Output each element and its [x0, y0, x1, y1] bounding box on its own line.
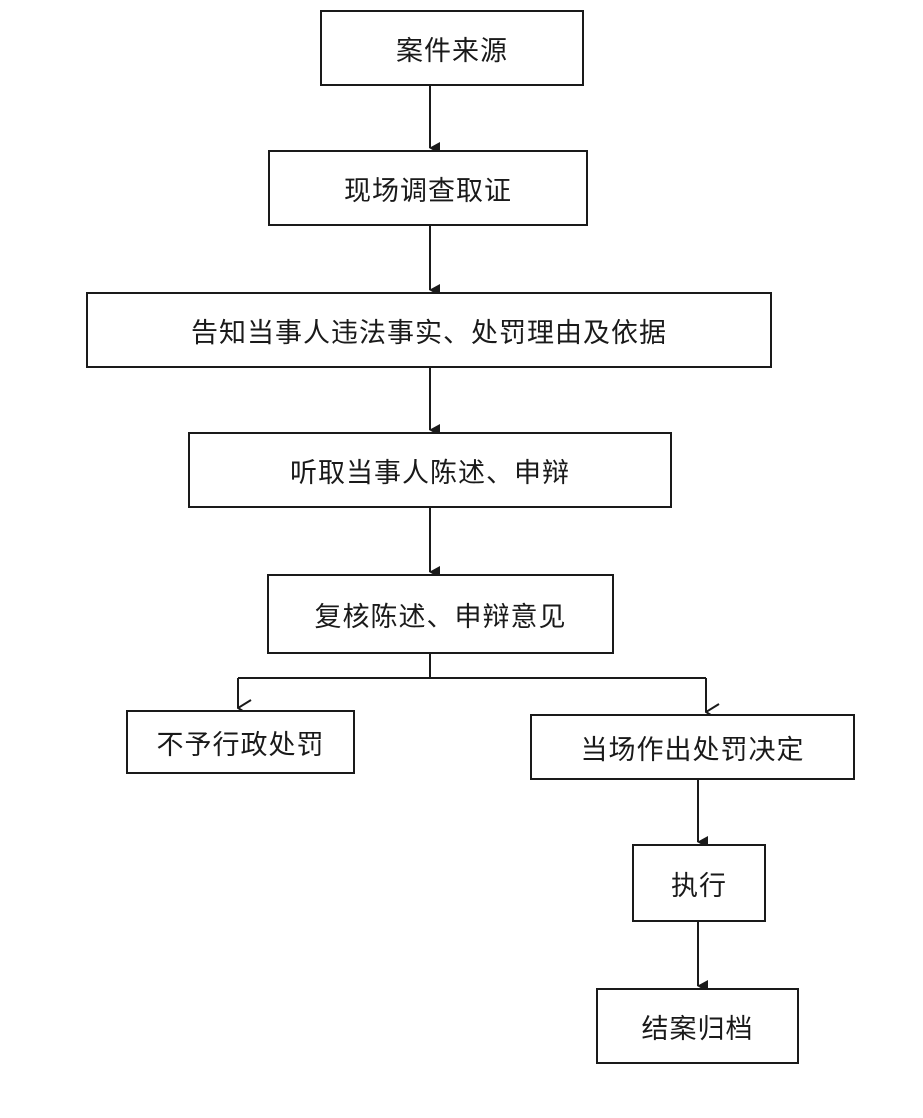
node-notify-party: 告知当事人违法事实、处罚理由及依据	[86, 292, 772, 368]
node-review-opinion: 复核陈述、申辩意见	[267, 574, 614, 654]
node-close-archive: 结案归档	[596, 988, 799, 1064]
node-execute: 执行	[632, 844, 766, 922]
node-investigate-evidence: 现场调查取证	[268, 150, 588, 226]
node-on-site-decision: 当场作出处罚决定	[530, 714, 855, 780]
node-hear-statement: 听取当事人陈述、申辩	[188, 432, 672, 508]
node-case-source: 案件来源	[320, 10, 584, 86]
node-no-penalty: 不予行政处罚	[126, 710, 355, 774]
